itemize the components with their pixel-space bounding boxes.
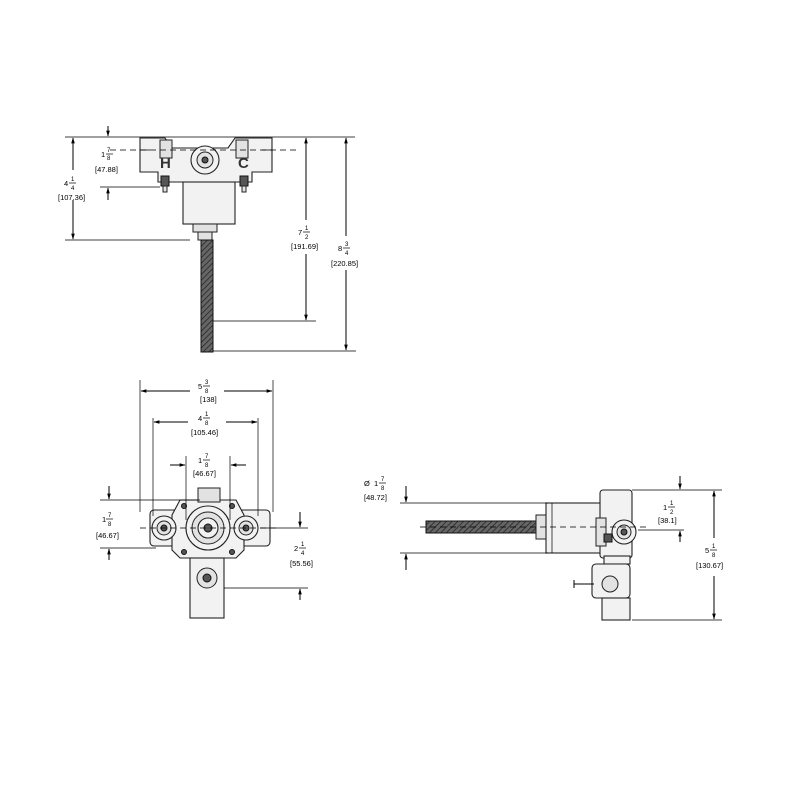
top-valve-body: H C bbox=[139, 137, 273, 241]
dim-top-stem: 7 1 2 [191.69] bbox=[291, 226, 318, 251]
dim-side-height: 5 1 8 [130.67] bbox=[696, 544, 723, 570]
svg-text:1: 1 bbox=[305, 226, 309, 232]
svg-text:1: 1 bbox=[374, 479, 378, 488]
svg-text:4: 4 bbox=[345, 251, 349, 257]
svg-text:8: 8 bbox=[205, 463, 209, 469]
svg-text:8: 8 bbox=[381, 486, 385, 492]
dim-front-right: 2 1 4 [55.56] bbox=[290, 542, 313, 568]
svg-text:5: 5 bbox=[705, 546, 709, 555]
svg-text:1: 1 bbox=[670, 501, 674, 507]
cold-label: C bbox=[238, 155, 249, 172]
svg-text:2: 2 bbox=[305, 235, 309, 241]
svg-text:[47.88]: [47.88] bbox=[95, 165, 118, 174]
svg-text:7: 7 bbox=[298, 228, 302, 237]
svg-text:1: 1 bbox=[102, 515, 106, 524]
svg-text:[191.69]: [191.69] bbox=[291, 242, 318, 251]
svg-text:5: 5 bbox=[198, 382, 202, 391]
top-stem bbox=[200, 239, 214, 353]
svg-text:1: 1 bbox=[71, 177, 75, 183]
svg-text:8: 8 bbox=[108, 522, 112, 528]
svg-text:[46.67]: [46.67] bbox=[96, 531, 119, 540]
svg-text:4: 4 bbox=[71, 186, 75, 192]
dim-top-height: 4 1 4 [107.36] bbox=[58, 177, 85, 202]
svg-text:4: 4 bbox=[198, 414, 202, 423]
svg-text:7: 7 bbox=[381, 477, 385, 483]
svg-text:[107.36]: [107.36] bbox=[58, 193, 85, 202]
svg-text:1: 1 bbox=[198, 456, 202, 465]
side-valve-body bbox=[535, 489, 637, 621]
svg-text:1: 1 bbox=[301, 542, 305, 548]
svg-text:1: 1 bbox=[101, 150, 105, 159]
svg-text:3: 3 bbox=[205, 380, 209, 386]
svg-text:4: 4 bbox=[64, 179, 68, 188]
svg-text:7: 7 bbox=[108, 513, 112, 519]
svg-text:[38.1]: [38.1] bbox=[658, 516, 677, 525]
dim-side-diameter: Ø 1 7 8 [48.72] bbox=[364, 477, 387, 502]
front-valve-body bbox=[149, 487, 271, 619]
front-view: 5 3 8 [138] 4 1 8 [105.46] 1 7 8 [46.67] bbox=[96, 380, 313, 619]
svg-text:8: 8 bbox=[205, 421, 209, 427]
svg-text:[130.67]: [130.67] bbox=[696, 561, 723, 570]
svg-text:8: 8 bbox=[712, 553, 716, 559]
svg-text:Ø: Ø bbox=[364, 479, 370, 488]
svg-text:[46.67]: [46.67] bbox=[193, 469, 216, 478]
top-view: H C 1 7 8 [47.88] bbox=[58, 126, 358, 353]
svg-text:7: 7 bbox=[205, 454, 209, 460]
dim-top-depth: 1 7 8 [47.88] bbox=[95, 148, 118, 174]
dim-front-port-spacing: 4 1 8 [105.46] bbox=[191, 412, 218, 437]
svg-text:2: 2 bbox=[670, 510, 674, 516]
svg-text:8: 8 bbox=[205, 389, 209, 395]
svg-text:[138]: [138] bbox=[200, 395, 217, 404]
dim-front-left: 1 7 8 [46.67] bbox=[96, 513, 119, 540]
svg-text:[105.46]: [105.46] bbox=[191, 428, 218, 437]
side-view: Ø 1 7 8 [48.72] 1 1 2 [38.1] 5 1 8 [130.… bbox=[364, 476, 723, 621]
dim-side-offset: 1 1 2 [38.1] bbox=[658, 501, 677, 525]
svg-text:8: 8 bbox=[338, 244, 342, 253]
svg-text:2: 2 bbox=[294, 544, 298, 553]
svg-text:1: 1 bbox=[663, 503, 667, 512]
hot-label: H bbox=[160, 155, 171, 172]
svg-text:[55.56]: [55.56] bbox=[290, 559, 313, 568]
svg-text:[48.72]: [48.72] bbox=[364, 493, 387, 502]
svg-text:3: 3 bbox=[345, 242, 349, 248]
svg-text:4: 4 bbox=[301, 551, 305, 557]
svg-text:[220.85]: [220.85] bbox=[331, 259, 358, 268]
svg-text:7: 7 bbox=[107, 148, 111, 154]
dim-front-overall-width: 5 3 8 [138] bbox=[198, 380, 217, 404]
dim-front-center: 1 7 8 [46.67] bbox=[193, 454, 216, 478]
svg-text:1: 1 bbox=[205, 412, 209, 418]
svg-text:1: 1 bbox=[712, 544, 716, 550]
dim-top-total: 8 3 4 [220.85] bbox=[331, 242, 358, 268]
svg-text:8: 8 bbox=[107, 156, 111, 162]
